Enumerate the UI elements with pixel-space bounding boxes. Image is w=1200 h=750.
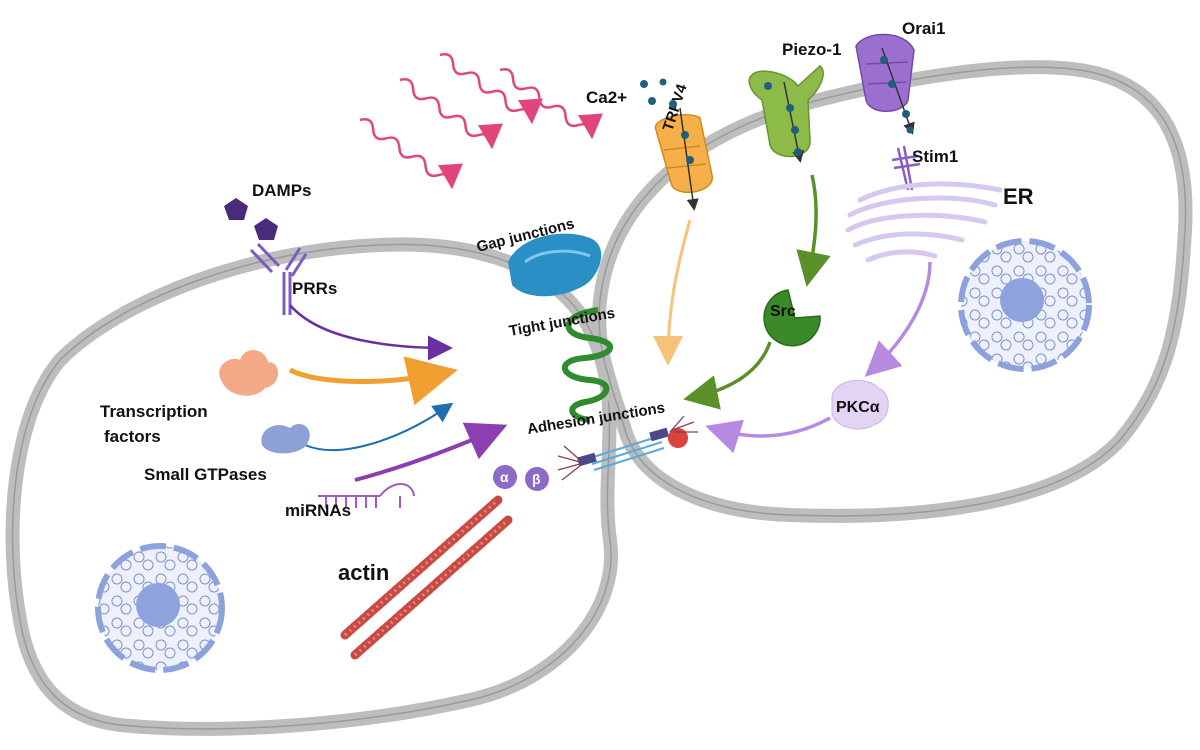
pkca-label: PKCα xyxy=(836,399,880,416)
left-cell xyxy=(5,237,619,736)
stim1-receptor xyxy=(891,145,921,191)
mirna-shape xyxy=(318,483,415,508)
er-label: ER xyxy=(1003,184,1034,209)
transcription-factor-arrow xyxy=(288,356,458,406)
src-kinase xyxy=(763,289,821,347)
trpv4-arrow xyxy=(653,219,692,366)
alpha-label: α xyxy=(500,469,509,485)
left-nucleus xyxy=(95,543,225,673)
piezo1-label: Piezo-1 xyxy=(782,40,842,59)
actin-label: actin xyxy=(338,560,389,585)
adhesion-junction-complex xyxy=(557,415,698,481)
wave-1 xyxy=(359,117,463,190)
wave-4 xyxy=(499,67,603,140)
damp-pentagon-2 xyxy=(254,218,278,240)
transcription-factors-label-line2: factors xyxy=(104,427,161,446)
transcription-factor-shape xyxy=(219,350,279,396)
prr-arrow xyxy=(289,304,453,361)
ca2-label: Ca2+ xyxy=(586,88,627,107)
small-gtpase-shape xyxy=(261,423,310,454)
transcription-factors-label-line1: Transcription xyxy=(100,402,208,421)
src-label: Src xyxy=(770,303,796,320)
prrs-label: PRRs xyxy=(292,279,337,298)
pkca-arrow xyxy=(705,416,831,454)
gap-junction-channel xyxy=(508,233,602,297)
orai1-label: Orai1 xyxy=(902,19,945,38)
stim1-label: Stim1 xyxy=(912,147,958,166)
er-arrow xyxy=(864,261,932,377)
mirna-arrow xyxy=(354,422,508,482)
damp-pentagon-1 xyxy=(224,198,248,220)
endoplasmic-reticulum xyxy=(845,181,1003,263)
wave-3 xyxy=(439,52,543,125)
mirnas-label: miRNAs xyxy=(285,501,351,520)
catenin-alpha: α xyxy=(493,465,517,489)
small-gtpases-label: Small GTPases xyxy=(144,465,267,484)
beta-label: β xyxy=(532,471,541,487)
piezo1-arrow xyxy=(796,174,831,287)
stimulus-waves xyxy=(359,52,603,190)
tight-junction-strand xyxy=(561,307,614,423)
prr-receptor xyxy=(249,242,308,315)
pkca-kinase xyxy=(831,379,889,430)
right-nucleus xyxy=(958,238,1092,372)
calcium-ions xyxy=(640,56,914,164)
wave-2 xyxy=(399,77,503,150)
src-arrow xyxy=(683,341,772,410)
damps-label: DAMPs xyxy=(252,181,312,200)
orai1-channel xyxy=(855,33,915,135)
gtpase-arrow xyxy=(304,402,454,452)
damps-group: DAMPs xyxy=(224,181,312,240)
catenin-beta: β xyxy=(525,467,549,491)
actin-filaments xyxy=(340,495,513,660)
